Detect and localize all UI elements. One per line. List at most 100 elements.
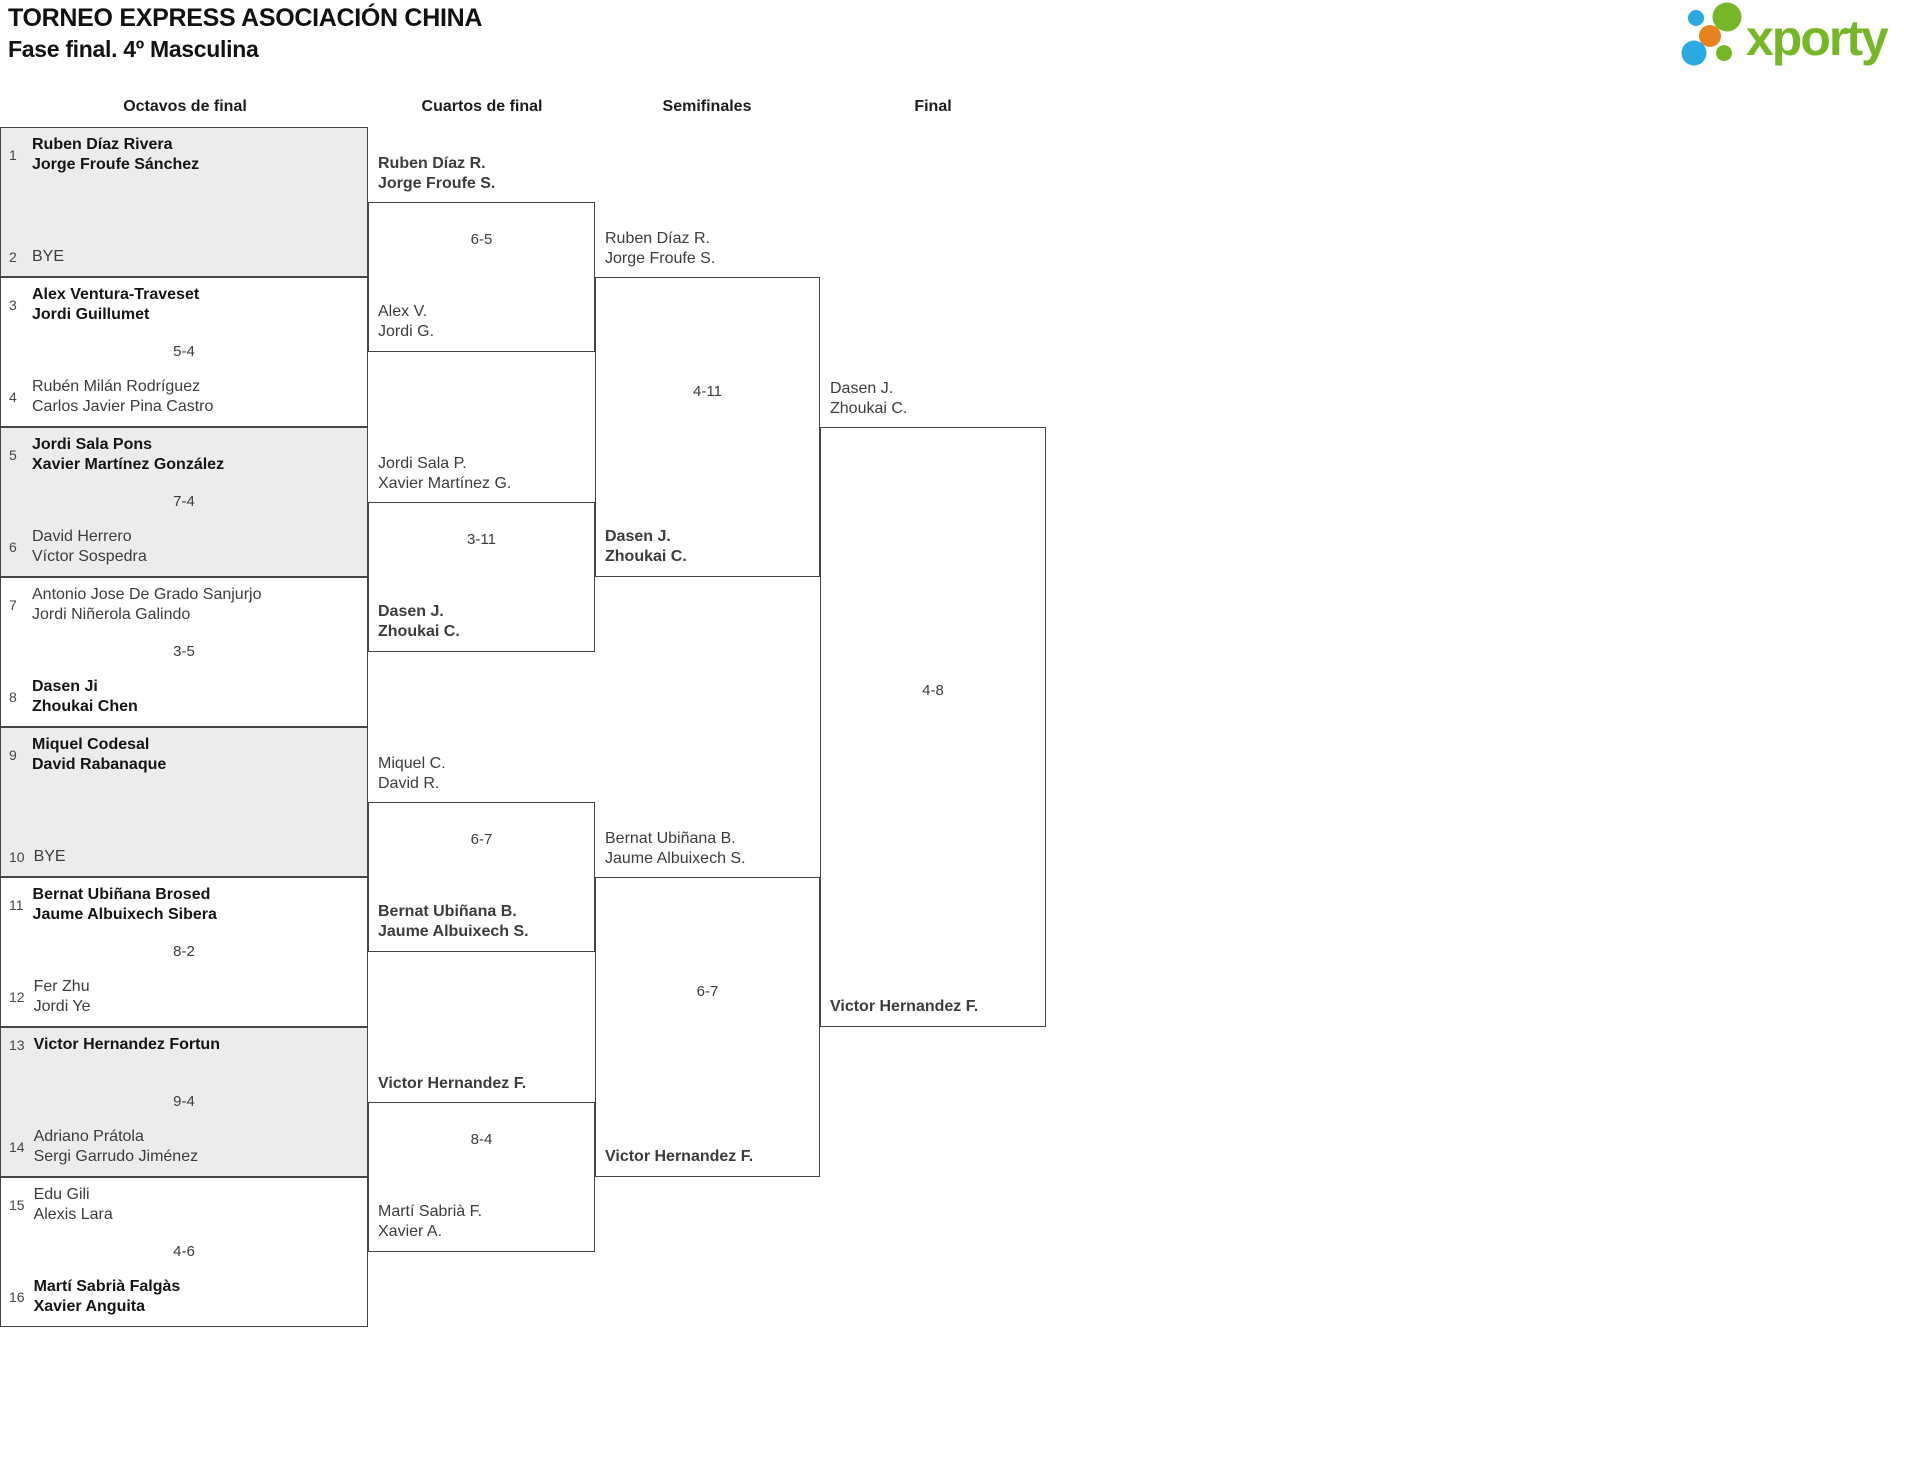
team-label: Dasen J.Zhoukai C. <box>378 602 460 642</box>
team-name-line: Zhoukai Chen <box>32 698 138 715</box>
cuartos-match-box: Ruben Díaz R.Jorge Froufe S.Alex V.Jordi… <box>368 155 595 352</box>
match-score: 3-11 <box>467 531 496 548</box>
team-name-line: Edu Gili <box>33 1186 90 1203</box>
team-label: Ruben Díaz R. Jorge Froufe S. <box>605 229 715 269</box>
seed-number: 14 <box>9 1139 25 1155</box>
round-header: Octavos de final <box>123 98 247 115</box>
team-label: Miquel C.David R. <box>378 754 446 794</box>
team-name-line: BYE <box>33 848 66 865</box>
match-score: 8-4 <box>470 1131 493 1148</box>
logo-dot-small-blue <box>1688 10 1704 26</box>
team-name-line: Bernat Ubiñana B. <box>378 903 517 920</box>
team-name-line: Dasen J. <box>378 603 444 620</box>
seed-number: 12 <box>9 989 25 1005</box>
team-label: Victor Hernandez F. <box>830 997 978 1017</box>
seed-number: 8 <box>9 689 17 705</box>
logo-dot-large-green <box>1712 2 1742 32</box>
team-name-line: Jorge Froufe S. <box>378 175 496 192</box>
team-name-line: Xavier Martínez G. <box>378 475 512 492</box>
team-name-line: Victor Hernandez F. <box>378 1075 527 1092</box>
team-label: Alex V.Jordi G. <box>378 302 434 342</box>
team-name-line: Jordi Ye <box>33 998 91 1015</box>
cuartos-match-box: Miquel C.David R. Bernat Ubiñana B. Jaume … <box>368 755 595 952</box>
team-name-line: Víctor Sospedra <box>32 548 147 565</box>
team-name-line: Dasen Ji <box>32 678 98 695</box>
match-score: 6-7 <box>470 831 493 848</box>
team-name-line: Victor Hernandez Fortun <box>33 1036 220 1053</box>
team-label: Bernat Ubiñana B. Jaume Albuixech S. <box>378 902 529 942</box>
seed-number: 2 <box>9 249 17 265</box>
team-name-line: Xavier A. <box>378 1223 443 1240</box>
team-name-line: Carlos Javier Pina Castro <box>32 398 214 415</box>
team-name-line: Ruben Díaz R. <box>605 230 710 247</box>
team-label: Victor Hernandez F. <box>378 1074 526 1094</box>
cuartos-match-box: Jordi Sala P.Xavier Martínez G.Dasen J.Z… <box>368 455 595 652</box>
seed-number: 4 <box>9 389 17 405</box>
match-score: 3-5 <box>173 643 195 660</box>
team-label: Dasen J.Zhoukai C. <box>830 379 907 419</box>
match-score: 4-11 <box>693 383 722 400</box>
team-name-line: Jorge Froufe S. <box>605 250 716 267</box>
team-name-line: Sergi Garrudo Jiménez <box>33 1148 199 1165</box>
team-name-line: Miquel Codesal <box>32 736 150 753</box>
match-score: 7-4 <box>173 493 195 510</box>
team-name-line: Alex V. <box>378 303 428 320</box>
team-name-line: Xavier Anguita <box>33 1298 146 1315</box>
team-name-line: Martí Sabrià F. <box>378 1203 483 1220</box>
seed-number: 3 <box>9 297 17 313</box>
team-name-line: Victor Hernandez F. <box>830 998 979 1015</box>
match-score: 8-2 <box>173 943 195 960</box>
team-label: Bernat Ubiñana B.Jaume Albuixech S. <box>605 829 746 869</box>
team-name-line: Alex Ventura-Traveset <box>32 286 200 303</box>
team-name-line: Miquel C. <box>378 755 446 772</box>
page-header: TORNEO EXPRESS ASOCIACIÓN CHINA Fase fin… <box>8 2 482 64</box>
team-name: Victor Hernandez Fortun <box>34 1035 220 1055</box>
team-name-line: Jaume Albuixech S. <box>605 850 746 867</box>
logo-dot-large-blue <box>1681 40 1707 66</box>
team-name: Dasen Ji Zhoukai Chen <box>32 677 138 717</box>
team-name-line: Zhoukai C. <box>830 400 908 417</box>
team-name-line: Alexis Lara <box>33 1206 113 1223</box>
round-header: Semifinales <box>662 98 752 115</box>
xporty-logo[interactable]: xporty <box>1667 2 1912 73</box>
cuartos-match-box: Victor Hernandez F. Martí Sabrià F. Xavier… <box>368 1075 595 1252</box>
seed-number: 16 <box>9 1289 25 1305</box>
round-header: Final <box>914 98 952 115</box>
team-name-line: Jaume Albuixech S. <box>378 923 529 940</box>
team-label: Martí Sabrià F. Xavier A. <box>378 1202 482 1242</box>
team-name-line: Dasen J. <box>605 528 671 545</box>
xporty-logo-text: xporty <box>1746 10 1889 66</box>
seed-number: 10 <box>9 849 25 865</box>
xporty-logo-icon: xporty <box>1681 2 1891 66</box>
seed-number: 9 <box>9 747 17 763</box>
seed-number: 6 <box>9 539 17 555</box>
